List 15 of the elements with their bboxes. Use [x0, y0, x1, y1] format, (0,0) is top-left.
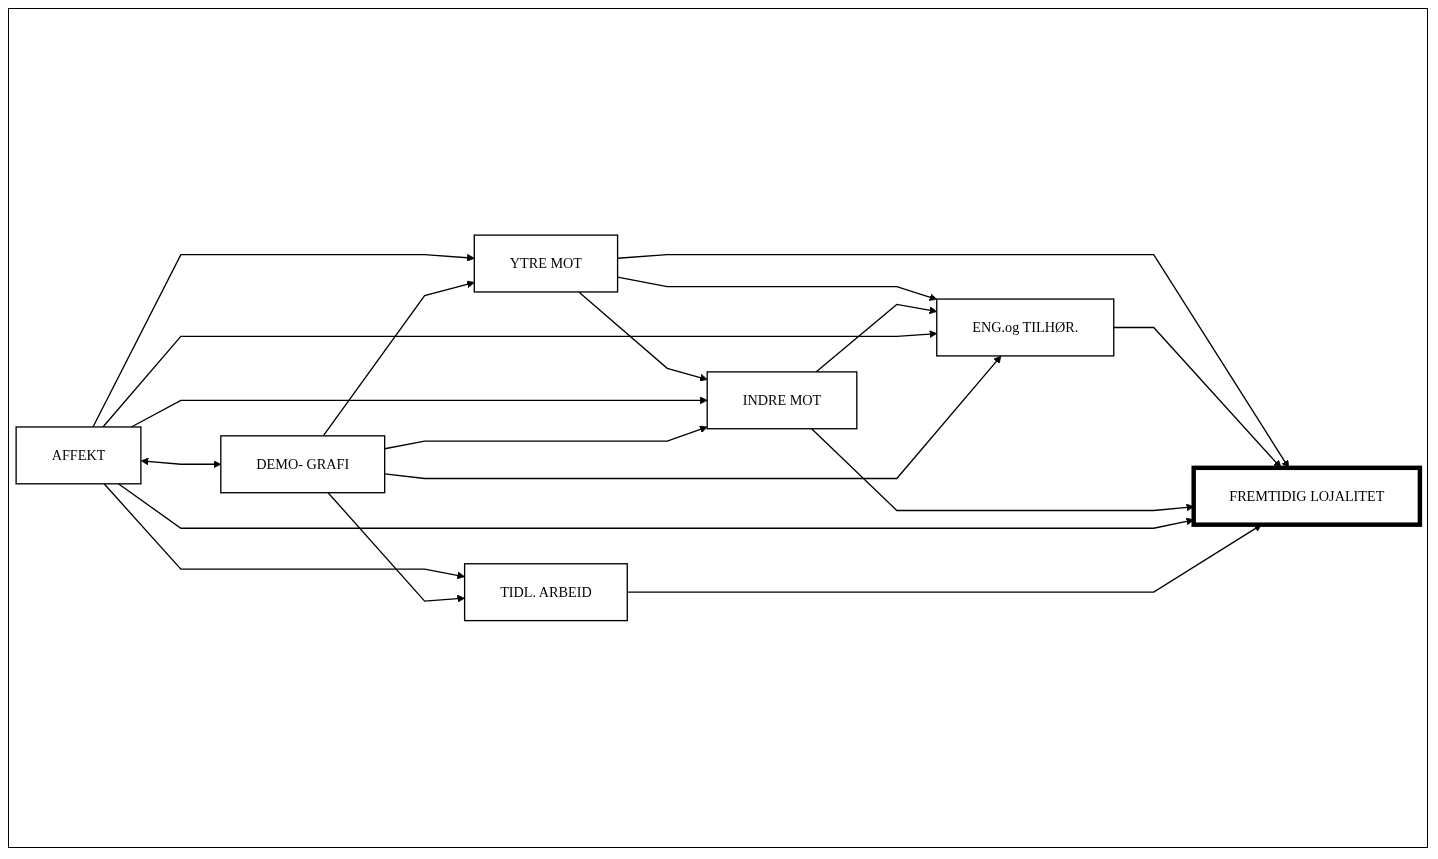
arrow	[384, 425, 708, 450]
node-box: DEMO- GRAFI	[220, 435, 386, 494]
arrow	[322, 280, 475, 437]
arrow	[327, 492, 465, 603]
node-box: ENG.og TILHØR.	[936, 298, 1115, 357]
arrow	[103, 483, 465, 580]
arrow	[130, 396, 708, 428]
arrow	[92, 254, 475, 428]
node-box: TIDL. ARBEID	[463, 563, 628, 622]
arrow	[384, 355, 1002, 480]
arrow	[578, 291, 708, 382]
node-box: AFFEKT	[15, 426, 142, 485]
node-box: INDRE MOT	[706, 371, 858, 430]
node-box: FREMTIDIG LOJALITET	[1191, 465, 1423, 528]
node-box: YTRE MOT	[473, 234, 619, 293]
